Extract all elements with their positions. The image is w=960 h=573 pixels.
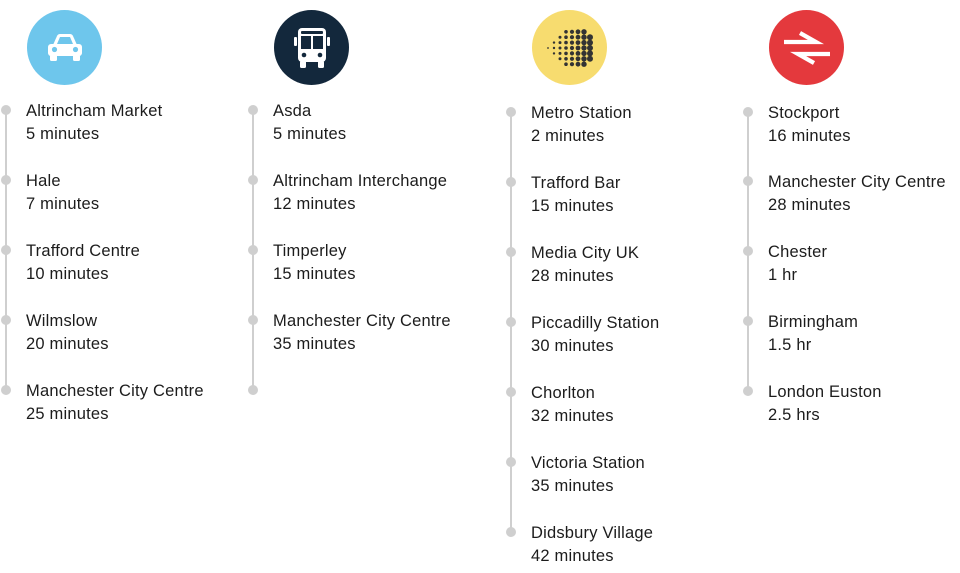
- stop-name: Victoria Station: [531, 454, 645, 472]
- stop-name: Piccadilly Station: [531, 314, 660, 332]
- national-rail-icon: [783, 30, 830, 65]
- stop-marker: [506, 177, 516, 187]
- stop-marker: [743, 176, 753, 186]
- stop-marker: [506, 107, 516, 117]
- stop-name: Didsbury Village: [531, 524, 654, 542]
- stop-time: 16 minutes: [768, 127, 851, 145]
- stop-name: London Euston: [768, 383, 882, 401]
- stop-marker: [248, 315, 258, 325]
- stop-name: Manchester City Centre: [26, 382, 204, 400]
- stop-time: 1 hr: [768, 266, 798, 284]
- car-icon: [47, 33, 82, 61]
- stop-time: 35 minutes: [531, 477, 614, 495]
- stop-name: Hale: [26, 172, 61, 190]
- stop-marker: [743, 246, 753, 256]
- stop-marker: [248, 105, 258, 115]
- stop-name: Timperley: [273, 242, 347, 260]
- stop-time: 1.5 hr: [768, 336, 812, 354]
- car-badge: [27, 10, 102, 85]
- stop-time: 15 minutes: [273, 265, 356, 283]
- stop-name: Metro Station: [531, 104, 632, 122]
- stop-time: 42 minutes: [531, 547, 614, 565]
- stop-time: 7 minutes: [26, 195, 100, 213]
- stop-name: Trafford Bar: [531, 174, 621, 192]
- stop-time: 2.5 hrs: [768, 406, 820, 424]
- stop-marker: [743, 386, 753, 396]
- stop-name: Altrincham Interchange: [273, 172, 448, 190]
- stop-time: 25 minutes: [26, 405, 109, 423]
- stop-time: 20 minutes: [26, 335, 109, 353]
- metrolink-icon: [546, 28, 593, 67]
- stop-time: 15 minutes: [531, 197, 614, 215]
- stop-marker: [248, 245, 258, 255]
- stop-name: Chorlton: [531, 384, 595, 402]
- stop-time: 32 minutes: [531, 407, 614, 425]
- stop-time: 28 minutes: [531, 267, 614, 285]
- stop-name: Manchester City Centre: [273, 312, 451, 330]
- bus-badge: [274, 10, 349, 85]
- stop-marker: [506, 317, 516, 327]
- stop-name: Stockport: [768, 104, 840, 122]
- stop-marker: [506, 457, 516, 467]
- bus-icon: [293, 27, 330, 68]
- stop-time: 30 minutes: [531, 337, 614, 355]
- stop-marker: [743, 107, 753, 117]
- stop-name: Trafford Centre: [26, 242, 140, 260]
- stop-marker: [1, 245, 11, 255]
- metrolink-badge: [532, 10, 607, 85]
- stop-marker: [1, 315, 11, 325]
- stop-marker: [506, 387, 516, 397]
- stop-time: 35 minutes: [273, 335, 356, 353]
- stop-marker: [506, 527, 516, 537]
- stop-marker: [248, 175, 258, 185]
- stop-marker: [506, 247, 516, 257]
- stop-marker: [1, 105, 11, 115]
- stop-time: 12 minutes: [273, 195, 356, 213]
- stop-name: Wilmslow: [26, 312, 98, 330]
- stop-marker: [1, 385, 11, 395]
- stop-name: Media City UK: [531, 244, 640, 262]
- stop-time: 2 minutes: [531, 127, 605, 145]
- national-rail-badge: [769, 10, 844, 85]
- stop-name: Altrincham Market: [26, 102, 163, 120]
- stop-time: 28 minutes: [768, 196, 851, 214]
- stop-name: Asda: [273, 102, 312, 120]
- route-end-marker: [248, 385, 258, 395]
- stop-marker: [1, 175, 11, 185]
- stop-time: 10 minutes: [26, 265, 109, 283]
- stop-time: 5 minutes: [26, 125, 100, 143]
- stop-marker: [743, 316, 753, 326]
- stop-name: Chester: [768, 243, 828, 261]
- stop-time: 5 minutes: [273, 125, 347, 143]
- stop-name: Manchester City Centre: [768, 173, 946, 191]
- stop-name: Birmingham: [768, 313, 859, 331]
